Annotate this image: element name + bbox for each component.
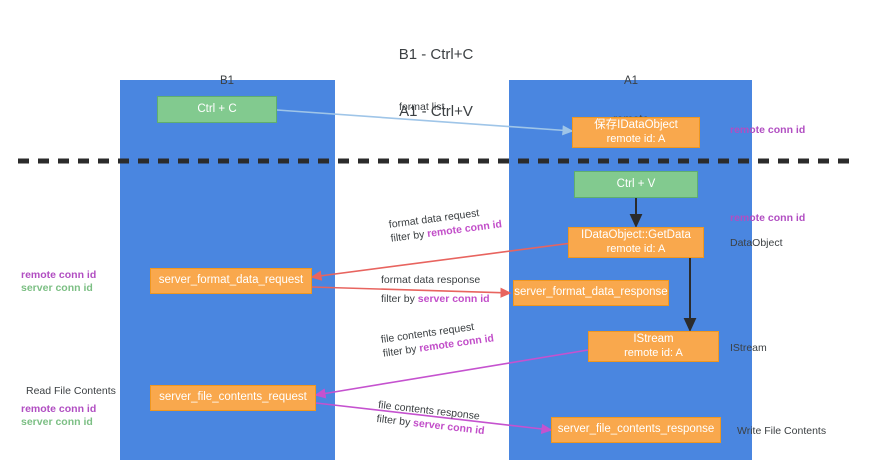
node-idataobject-getdata-label: IDataObject::GetData xyxy=(581,229,691,241)
node-store-idataobject-label: 保存IDataObject xyxy=(594,119,678,131)
node-istream-label: IStream xyxy=(633,333,674,345)
node-store-idataobject[interactable]: 保存IDataObject remote id: A xyxy=(572,117,700,148)
annotation-left-remote-conn-id-2: remote conn id xyxy=(21,403,97,415)
annotation-dataobject: DataObject xyxy=(730,237,783,249)
annotation-left-server-conn-id: server conn id xyxy=(21,282,93,294)
annotation-read-file-contents: Read File Contents xyxy=(26,385,116,397)
node-server-file-contents-response[interactable]: server_file_contents_response xyxy=(551,417,721,443)
edge-label-format-data-response-filter: filter by server conn id xyxy=(381,292,490,306)
node-server-format-data-request[interactable]: server_format_data_request xyxy=(150,268,312,294)
node-idataobject-getdata-remoteid: remote id: A xyxy=(606,242,666,255)
node-store-idataobject-remoteid: remote id: A xyxy=(606,132,666,145)
node-server-file-contents-response-label: server_file_contents_response xyxy=(557,423,715,436)
edge-label-format-data-response-text: format data response xyxy=(381,274,481,286)
edge-label-format-list: format list xyxy=(399,100,445,114)
node-istream[interactable]: IStream remote id: A xyxy=(588,331,719,362)
annotation-left-server-conn-id-2: server conn id xyxy=(21,416,93,428)
filter-key-server-conn-id: server conn id xyxy=(417,293,490,305)
node-server-file-contents-request[interactable]: server_file_contents_request xyxy=(150,385,316,411)
diagram-title: B1 - Ctrl+C A1 - Ctrl+V xyxy=(336,7,536,159)
node-ctrl-v-label: Ctrl + V xyxy=(616,177,656,190)
annotation-write-file-contents: Write File Contents xyxy=(737,425,827,437)
column-header-a1-name: A1 xyxy=(623,75,639,87)
annotation-remote-conn-id-mid: remote conn id xyxy=(730,212,806,224)
node-idataobject-getdata[interactable]: IDataObject::GetData remote id: A xyxy=(568,227,704,258)
annotation-istream: IStream xyxy=(730,342,767,354)
filter-prefix: filter by xyxy=(381,293,418,305)
node-server-format-data-response[interactable]: server_format_data_response xyxy=(513,280,669,306)
title-line-2: A1 - Ctrl+V xyxy=(399,103,473,120)
annotation-left-remote-conn-id: remote conn id xyxy=(21,269,97,281)
filter-prefix: filter by xyxy=(375,412,414,429)
node-ctrl-v[interactable]: Ctrl + V xyxy=(574,171,698,198)
annotation-remote-conn-id-top: remote conn id xyxy=(730,124,806,136)
node-server-format-data-response-label: server_format_data_response xyxy=(514,286,668,299)
node-server-format-data-request-label: server_format_data_request xyxy=(158,274,304,287)
node-server-file-contents-request-label: server_file_contents_request xyxy=(159,391,307,404)
edge-label-format-list-text: format list xyxy=(399,101,445,113)
node-ctrl-c[interactable]: Ctrl + C xyxy=(157,96,277,123)
edge-label-format-data-response: format data response filter by server co… xyxy=(381,273,490,306)
node-istream-remoteid: remote id: A xyxy=(624,346,683,359)
column-header-b1-name: B1 xyxy=(219,75,235,87)
node-ctrl-c-label: Ctrl + C xyxy=(197,102,237,115)
title-line-1: B1 - Ctrl+C xyxy=(398,46,474,63)
